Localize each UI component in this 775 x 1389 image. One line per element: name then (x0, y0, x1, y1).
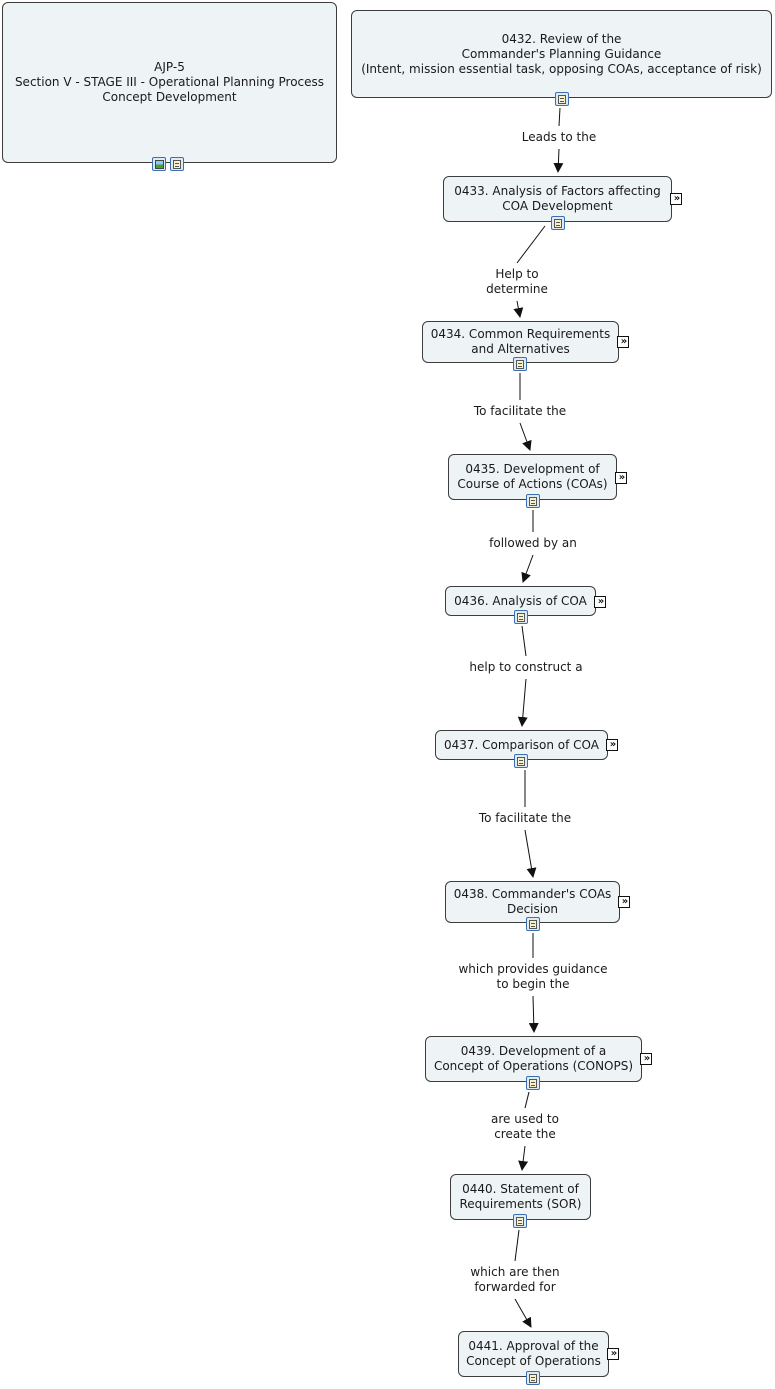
link-arrow (519, 422, 532, 451)
document-icon[interactable] (555, 92, 569, 106)
link-arrow (517, 678, 528, 727)
node-text-line: Concept of Operations (466, 1354, 601, 1368)
image-icon[interactable] (152, 157, 166, 171)
document-icon[interactable] (526, 1371, 540, 1385)
node-text-line: 0434. Common Requirements (430, 327, 611, 341)
link-line (516, 225, 546, 264)
node-text-line: and Alternatives (471, 342, 570, 356)
link-arrow (518, 1145, 529, 1171)
node-text-line: 0433. Analysis of Factors affecting (454, 184, 661, 198)
link-label-line: which provides guidance (458, 962, 608, 976)
link-line (521, 625, 527, 657)
expand-icon[interactable]: » (670, 193, 682, 205)
node-text-line: Requirements (SOR) (459, 1197, 582, 1211)
node-text-line: 0441. Approval of the (468, 1339, 599, 1353)
link-label-line: are used to (491, 1112, 559, 1126)
link-line (514, 1229, 520, 1262)
link-arrow (528, 995, 539, 1033)
link-label-line: to begin the (496, 977, 570, 991)
document-icon[interactable] (526, 494, 540, 508)
node-text-line: 0439. Development of a (460, 1044, 607, 1058)
expand-icon[interactable]: » (607, 1348, 619, 1360)
node-text-line: Concept of Operations (CONOPS) (433, 1059, 634, 1073)
link-line (558, 107, 561, 127)
link-label[interactable]: Leads to the (521, 130, 597, 145)
document-icon[interactable] (551, 216, 565, 230)
node-text-line: Concept Development (102, 90, 237, 104)
node-text-line: COA Development (502, 199, 613, 213)
link-arrow (553, 148, 564, 173)
link-label[interactable]: followed by an (489, 536, 577, 551)
document-icon[interactable] (513, 1214, 527, 1228)
node-text-line: (Intent, mission essential task, opposin… (361, 61, 762, 76)
node-text-line: 0435. Development of (465, 462, 600, 476)
link-label-line: forwarded for (474, 1280, 556, 1294)
link-label-line: Leads to the (521, 130, 597, 144)
expand-icon[interactable]: » (615, 472, 627, 484)
document-icon[interactable] (514, 754, 528, 768)
node-text-line: AJP-5 (154, 60, 185, 74)
node-text-line: Section V - STAGE III - Operational Plan… (14, 75, 325, 89)
link-arrow (513, 300, 524, 318)
expand-icon[interactable]: » (640, 1053, 652, 1065)
node-text-line: 0436. Analysis of COA (454, 593, 587, 608)
link-label[interactable]: To facilitate the (478, 811, 572, 826)
link-line (524, 1091, 530, 1109)
node-text-line: 0437. Comparison of COA (443, 737, 600, 752)
link-arrow (524, 829, 537, 878)
link-label-line: followed by an (489, 536, 577, 550)
link-label-line: help to construct a (469, 660, 583, 674)
node-text-line: Commander's Planning Guidance (461, 46, 662, 61)
document-icon[interactable] (526, 917, 540, 931)
node-text-line: 0432. Review of the (501, 31, 622, 46)
link-arrow (521, 554, 534, 583)
document-icon[interactable] (514, 610, 528, 624)
expand-icon[interactable]: » (617, 336, 629, 348)
expand-icon[interactable]: » (594, 596, 606, 608)
node-text-line: 0440. Statement of (462, 1182, 579, 1196)
node-text-line: Course of Actions (COAs) (457, 477, 608, 491)
link-label-line: Help to (495, 267, 539, 281)
link-label[interactable]: To facilitate the (473, 404, 567, 419)
link-arrow (514, 1298, 532, 1328)
link-label-line: To facilitate the (478, 811, 572, 825)
document-icon[interactable] (526, 1076, 540, 1090)
link-label-line: which are then (470, 1265, 560, 1279)
link-label-line: determine (486, 282, 548, 296)
document-icon[interactable] (170, 157, 184, 171)
link-label-line: create the (494, 1127, 556, 1141)
link-label-line: To facilitate the (473, 404, 567, 418)
expand-icon[interactable]: » (618, 896, 630, 908)
expand-icon[interactable]: » (606, 739, 618, 751)
node-text-line: 0438. Commander's COAs (453, 887, 612, 901)
node-text-line: Decision (506, 902, 559, 916)
document-icon[interactable] (513, 357, 527, 371)
link-label[interactable]: help to construct a (469, 660, 583, 675)
